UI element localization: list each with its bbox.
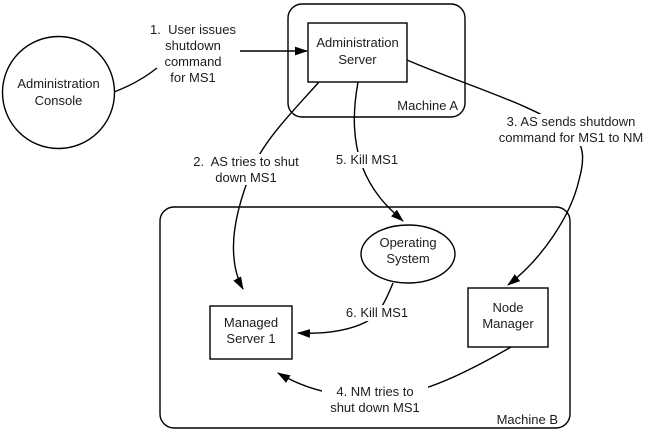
admin-console-circle [1, 35, 116, 150]
operating-system-ellipse [360, 224, 456, 284]
arrow-step2 [232, 81, 320, 290]
admin-server-box [307, 22, 408, 83]
managed-server-box [209, 305, 293, 360]
node-manager-box [467, 287, 549, 348]
arrow-step3 [406, 59, 584, 286]
console-leader-line [113, 67, 158, 93]
arrow-step6 [297, 282, 394, 338]
